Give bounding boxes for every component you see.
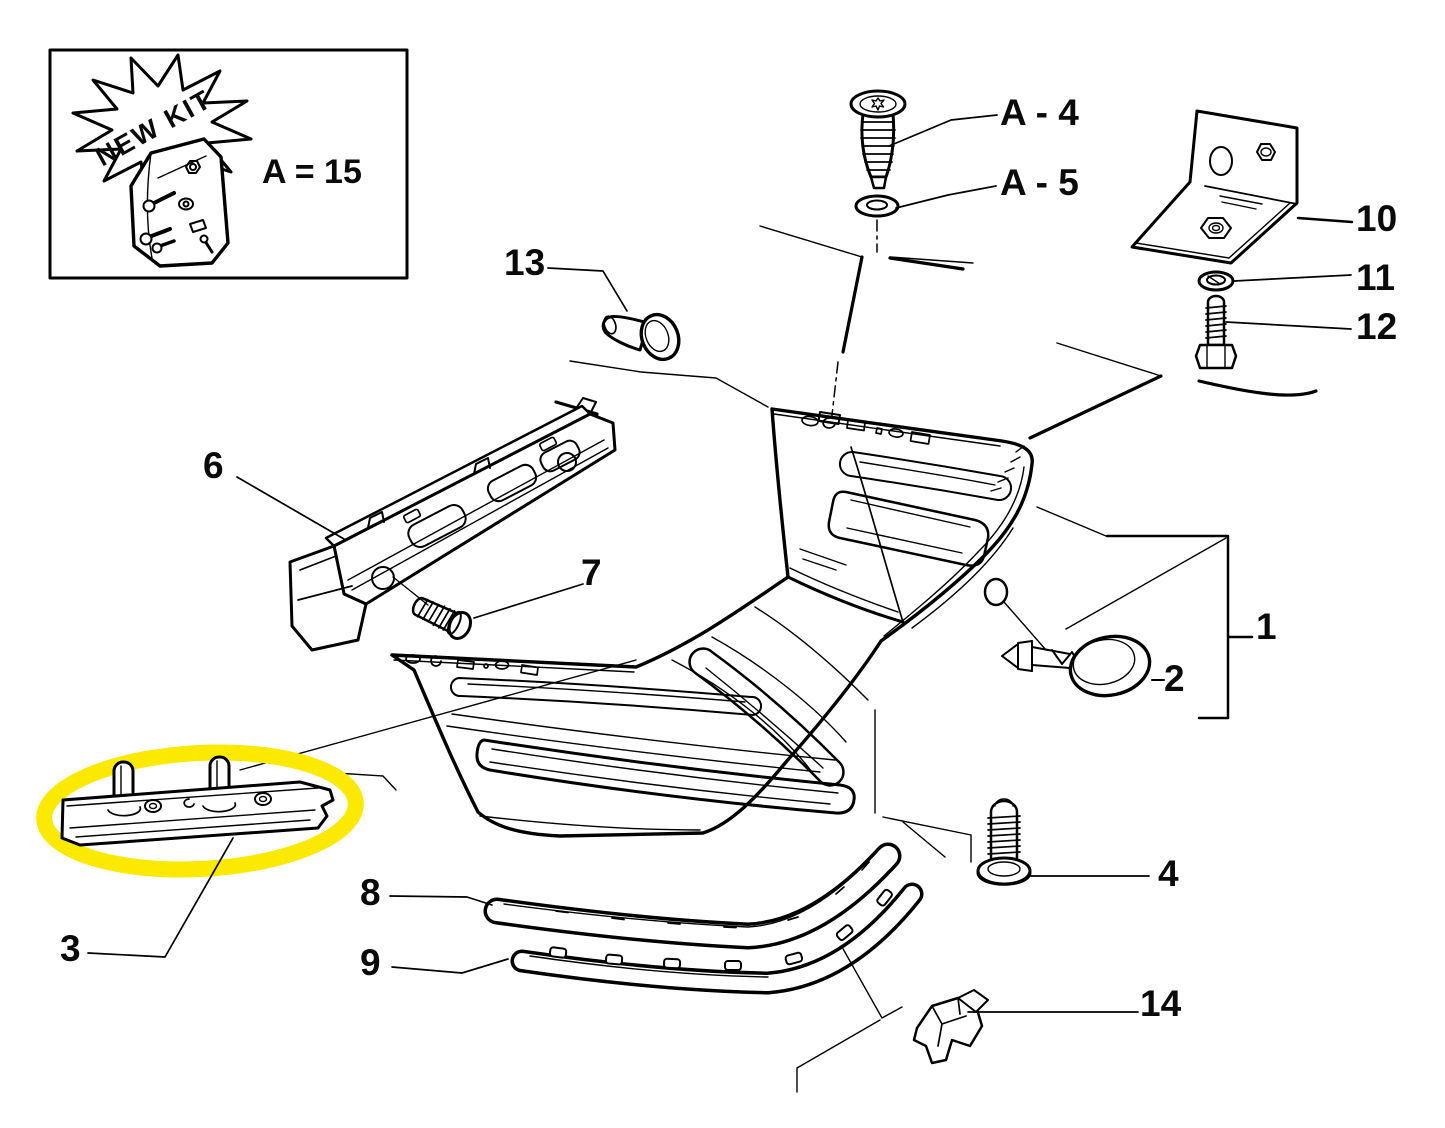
callout-14[interactable]: 14 xyxy=(1140,983,1182,1024)
leader-3 xyxy=(87,837,234,958)
bracket-3 xyxy=(60,755,335,847)
screw-a4 xyxy=(849,89,907,190)
mount-lines-10 xyxy=(1028,342,1318,440)
leader-a5 xyxy=(895,185,997,209)
kit-equation: A = 15 xyxy=(262,153,362,191)
leader-8 xyxy=(389,895,493,906)
tow-hook-cover-2 xyxy=(1001,634,1152,698)
callout-2[interactable]: 2 xyxy=(1164,658,1185,699)
leader-2 xyxy=(1003,601,1165,681)
new-kit-box xyxy=(48,48,409,280)
callout-10[interactable]: 10 xyxy=(1356,198,1398,239)
trim-strip-9 xyxy=(510,882,924,995)
callout-13[interactable]: 13 xyxy=(504,242,546,283)
callout-7[interactable]: 7 xyxy=(581,552,602,593)
callout-9[interactable]: 9 xyxy=(360,942,381,983)
rivet-13 xyxy=(601,312,681,362)
leader-13 xyxy=(547,267,628,312)
leader-a4 xyxy=(888,114,998,147)
bracket-10 xyxy=(1130,109,1299,265)
washer-a5 xyxy=(854,194,900,218)
callout-8[interactable]: 8 xyxy=(360,872,381,913)
callout-bracket-1 xyxy=(1036,506,1254,720)
leader-14 xyxy=(796,946,1139,1093)
bolt-12 xyxy=(1194,294,1238,370)
kit-bag-icon xyxy=(129,137,230,268)
callout-11[interactable]: 11 xyxy=(1356,257,1396,298)
callout-a4[interactable]: A - 4 xyxy=(1000,92,1079,133)
torx-star-icon xyxy=(871,97,885,111)
leader-6 xyxy=(236,476,345,540)
trim-strip-8 xyxy=(483,842,902,950)
washer-11 xyxy=(1197,270,1235,292)
leader-7 xyxy=(392,576,584,619)
screw-7 xyxy=(411,596,472,640)
leader-12 xyxy=(1225,321,1352,330)
clip-14 xyxy=(912,989,989,1065)
mount-lines-a4 xyxy=(759,219,974,425)
reinforcement-bar-6 xyxy=(288,397,617,652)
bumper-1 xyxy=(390,407,1034,838)
leader-10 xyxy=(1296,216,1354,224)
leader-9 xyxy=(391,958,509,974)
callout-4[interactable]: 4 xyxy=(1158,853,1179,894)
callout-12[interactable]: 12 xyxy=(1356,306,1398,347)
selection-highlight xyxy=(36,744,364,878)
callout-1[interactable]: 1 xyxy=(1256,606,1277,647)
leader-4 xyxy=(874,709,1150,877)
callout-3[interactable]: 3 xyxy=(60,928,81,969)
callout-a5[interactable]: A - 5 xyxy=(1000,162,1079,203)
callout-6[interactable]: 6 xyxy=(203,445,224,486)
screw-4 xyxy=(976,798,1032,886)
leader-11 xyxy=(1233,274,1352,282)
